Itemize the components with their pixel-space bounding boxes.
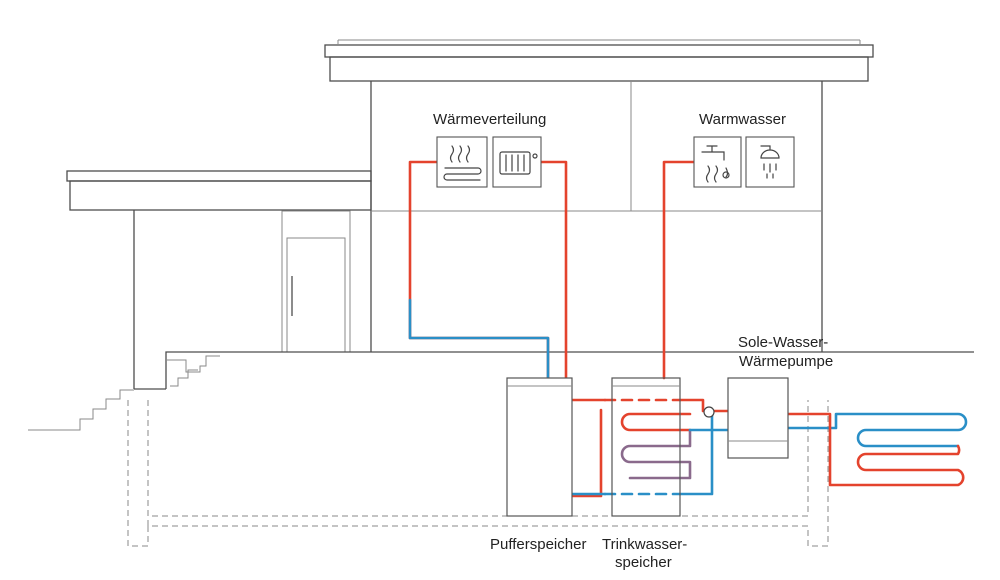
shower-icon — [745, 136, 795, 188]
brine-return-pipe — [786, 412, 965, 487]
heat-pump — [727, 377, 789, 459]
upper-roof-cap — [324, 44, 874, 58]
lower-roof-cap — [66, 170, 372, 182]
floor-heating-icon — [436, 136, 488, 188]
brine-supply-pipe — [786, 412, 968, 448]
buffer-return-pipe — [678, 411, 714, 496]
dhw-tank — [611, 377, 681, 517]
radiator-icon — [492, 136, 542, 188]
lower-roof-slab — [69, 180, 372, 211]
exterior-stairs — [28, 389, 134, 431]
buffer-tank-label: Pufferspeicher — [490, 536, 586, 553]
dhw-tank-label-line1: Trinkwasser- — [602, 536, 687, 553]
heat-pump-label-line2: Wärmepumpe — [739, 353, 833, 370]
house-outline — [28, 39, 974, 547]
upper-roof-slab — [329, 56, 869, 82]
hot-water-label: Warmwasser — [699, 111, 786, 128]
buffer-supply-pipe — [678, 398, 730, 413]
buffer-tank — [506, 377, 573, 517]
faucet-icon — [693, 136, 742, 188]
heating-return-top — [538, 160, 568, 380]
heating-return-pipe — [408, 298, 550, 380]
dhw-tank-label-line2: speicher — [615, 554, 672, 571]
dhw-coil-lower — [620, 428, 692, 480]
basement-outline — [127, 400, 829, 547]
door-panel — [286, 237, 346, 353]
heat-pump-label-line1: Sole-Wasser- — [738, 334, 828, 351]
equipment — [506, 377, 789, 517]
hot-water-pipe — [662, 160, 696, 380]
heating-supply-pipe — [408, 160, 550, 380]
ground-line — [165, 351, 974, 389]
pipework — [408, 160, 968, 498]
heat-distribution-label: Wärmeverteilung — [433, 111, 546, 128]
dhw-coil-upper — [620, 412, 692, 432]
mixing-valve-icon — [703, 406, 715, 418]
